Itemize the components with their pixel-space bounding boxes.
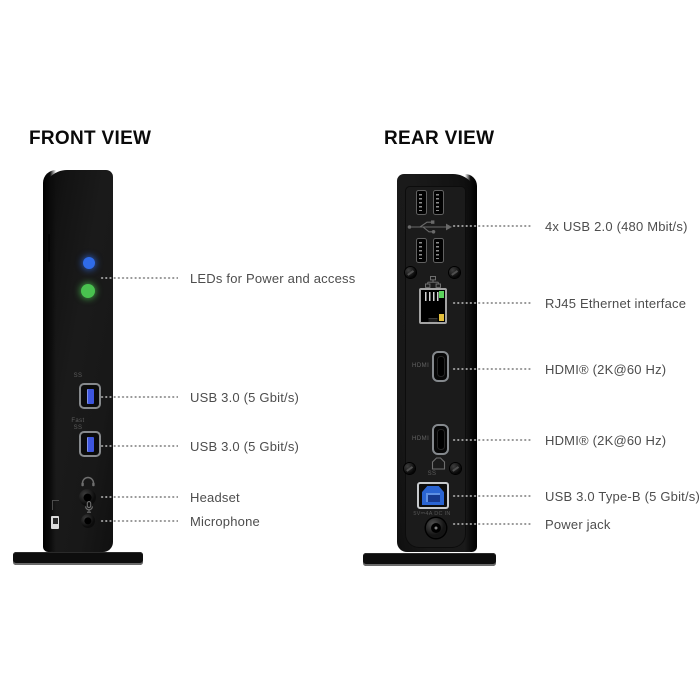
leader-line: [452, 523, 532, 525]
leader-line: [452, 495, 532, 497]
microphone-icon: [85, 501, 93, 513]
usb3-port-1: [79, 383, 101, 409]
front-stand-base: [13, 552, 143, 565]
callout-usb-type-b: USB 3.0 Type-B (5 Gbit/s): [452, 486, 700, 506]
callout-label: Power jack: [545, 516, 611, 532]
callout-usb2: 4x USB 2.0 (480 Mbit/s): [452, 216, 688, 236]
power-led: [83, 257, 95, 269]
usb3-tongue: [86, 436, 94, 452]
screw: [405, 267, 416, 278]
screw: [404, 463, 415, 474]
callout-label: USB 3.0 (5 Gbit/s): [190, 438, 300, 454]
rear-view-title: REAR VIEW: [384, 128, 495, 149]
microphone-jack: [81, 514, 95, 528]
front-view-title: FRONT VIEW: [29, 128, 152, 149]
callout-label: HDMI® (2K@60 Hz): [545, 361, 667, 377]
usb-ss-marking: SS: [73, 425, 83, 431]
leader-line: [452, 225, 532, 227]
rj45-link-led: [439, 291, 444, 298]
callout-leds: LEDs for Power and access: [100, 268, 355, 288]
callout-label: USB 3.0 (5 Gbit/s): [190, 389, 300, 405]
side-slot: [48, 234, 50, 262]
hdmi-port-marking: HDMI: [412, 363, 430, 369]
usb-ss-marking: SS: [73, 373, 83, 379]
callout-hdmi-2: HDMI® (2K@60 Hz): [452, 430, 666, 450]
side-marking: [52, 500, 59, 510]
rear-stand-base: [363, 553, 496, 566]
hdmi-port-1: [432, 351, 449, 382]
headset-jack: [79, 489, 96, 506]
usb2-port-3: [416, 238, 427, 263]
callout-hdmi-1: HDMI® (2K@60 Hz): [452, 359, 666, 379]
callout-label: Microphone: [190, 513, 260, 529]
usb3-type-b-connector: [422, 486, 444, 505]
power-jack-port: [426, 518, 446, 538]
power-rating-marking: 5V⎓4A DC IN: [413, 511, 451, 517]
rj45-clip-notch: [428, 318, 438, 322]
leader-line: [452, 302, 532, 304]
screw: [450, 463, 461, 474]
leader-line: [100, 496, 178, 498]
hdmi-port-2: [432, 424, 449, 455]
ethernet-network-icon: [425, 276, 441, 288]
leader-line: [100, 277, 178, 279]
callout-power-jack: Power jack: [452, 514, 611, 534]
callout-headset: Headset: [100, 487, 240, 507]
callout-rj45: RJ45 Ethernet interface: [452, 293, 686, 313]
leader-line: [100, 396, 178, 398]
usb3-port-2: [79, 431, 101, 457]
headphones-icon: [81, 476, 95, 487]
callout-usb3-1: USB 3.0 (5 Gbit/s): [100, 387, 299, 407]
callout-label: HDMI® (2K@60 Hz): [545, 432, 667, 448]
usb2-port-4: [433, 238, 444, 263]
usb2-port-2: [433, 190, 444, 215]
callout-usb3-2: USB 3.0 (5 Gbit/s): [100, 436, 299, 456]
rj45-activity-led: [439, 314, 444, 321]
callout-label: LEDs for Power and access: [190, 270, 356, 286]
side-label-sticker: [51, 516, 59, 529]
callout-label: RJ45 Ethernet interface: [545, 295, 687, 311]
leader-line: [452, 368, 532, 370]
callout-label: Headset: [190, 489, 240, 505]
dock-rear-view: HDMI HDMI SS 5V⎓4A DC IN: [397, 174, 477, 552]
usb3-tongue: [86, 388, 94, 404]
usb-fast-marking: Fast: [71, 418, 85, 424]
hdmi-port-marking: HDMI: [412, 436, 430, 442]
callout-label: USB 3.0 Type-B (5 Gbit/s): [545, 488, 700, 504]
dock-front-view: SS Fast SS: [43, 170, 113, 552]
leader-line: [100, 445, 178, 447]
usb-type-b-plug-icon: [431, 457, 446, 470]
leader-line: [100, 520, 178, 522]
callout-microphone: Microphone: [100, 511, 260, 531]
rj45-ethernet-port: [419, 288, 447, 324]
leader-line: [452, 439, 532, 441]
access-led: [81, 284, 95, 298]
usb2-port-1: [416, 190, 427, 215]
rj45-contacts: [425, 292, 441, 301]
usb3-type-b-port: [417, 482, 449, 509]
screw: [449, 267, 460, 278]
callout-label: 4x USB 2.0 (480 Mbit/s): [545, 218, 688, 234]
usb-trident-icon: [407, 220, 452, 234]
usb-ss-marking: SS: [427, 471, 437, 477]
